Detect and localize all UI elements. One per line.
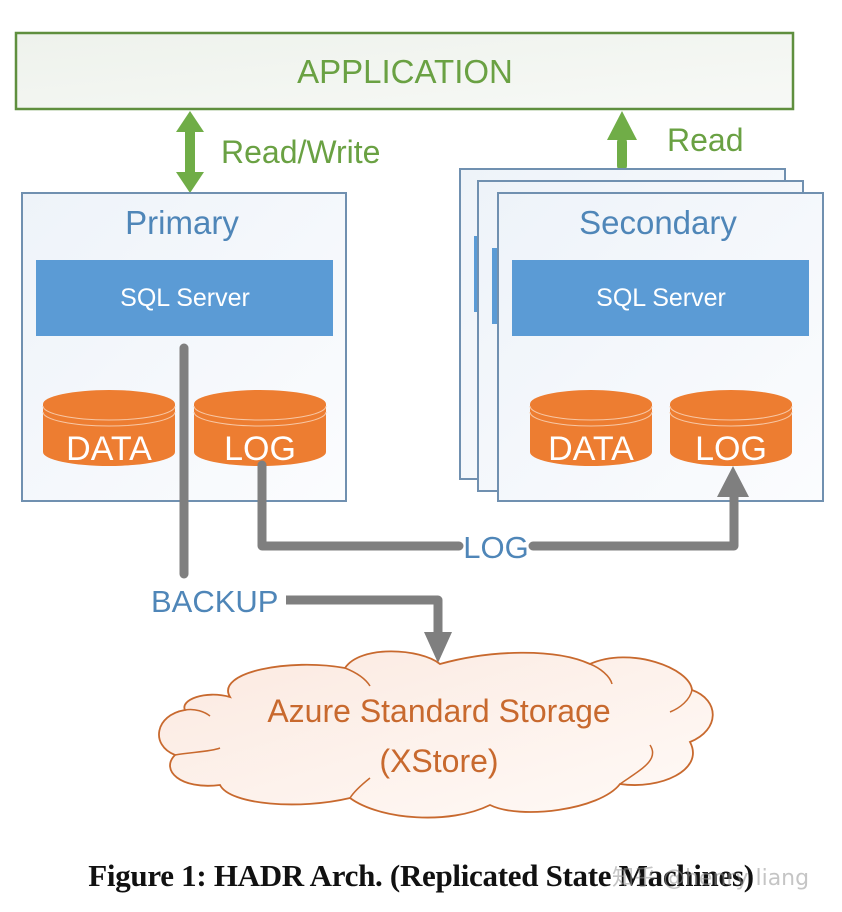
application-label: APPLICATION (297, 53, 513, 90)
read-write-label: Read/Write (221, 134, 380, 170)
primary-data-disk: DATA (42, 390, 176, 468)
arrow-up-head-icon (717, 466, 749, 497)
backup-label: BACKUP (151, 584, 278, 619)
primary-sql-server-box (36, 260, 333, 336)
arrow-down-head-icon (424, 632, 452, 663)
arrow-up-head-icon (607, 111, 637, 140)
watermark: 知乎 @henry liang (612, 866, 810, 891)
figure-caption: Figure 1: HADR Arch. (Replicated State M… (88, 858, 754, 893)
primary-sql-server-label: SQL Server (120, 284, 250, 312)
primary-title: Primary (125, 204, 239, 241)
secondary-log-label: LOG (695, 430, 767, 468)
arrow-down-head-icon (176, 172, 204, 193)
log-shipping-label: LOG (463, 530, 528, 565)
read-write-arrow (176, 111, 204, 193)
log-shipping-connector (257, 460, 749, 551)
secondary-sql-server-box (512, 260, 809, 336)
storage-subname-label: (XStore) (379, 743, 498, 779)
backup-connector (179, 343, 452, 663)
secondary-log-disk: LOG (669, 390, 793, 468)
primary-log-disk: LOG (193, 390, 327, 468)
secondary-data-disk: DATA (529, 390, 653, 468)
read-label: Read (667, 122, 744, 158)
secondary-data-label: DATA (548, 430, 634, 468)
secondary-node-stack: Secondary SQL Server DATA LOG (459, 168, 824, 502)
azure-storage-cloud: Azure Standard Storage (XStore) (158, 650, 714, 819)
read-arrow (607, 111, 637, 170)
secondary-title: Secondary (579, 204, 737, 241)
application-box: APPLICATION (14, 31, 795, 111)
secondary-sql-server-label: SQL Server (596, 284, 726, 312)
storage-name-label: Azure Standard Storage (267, 693, 610, 729)
arrow-up-head-icon (176, 111, 204, 132)
primary-data-label: DATA (66, 430, 152, 468)
